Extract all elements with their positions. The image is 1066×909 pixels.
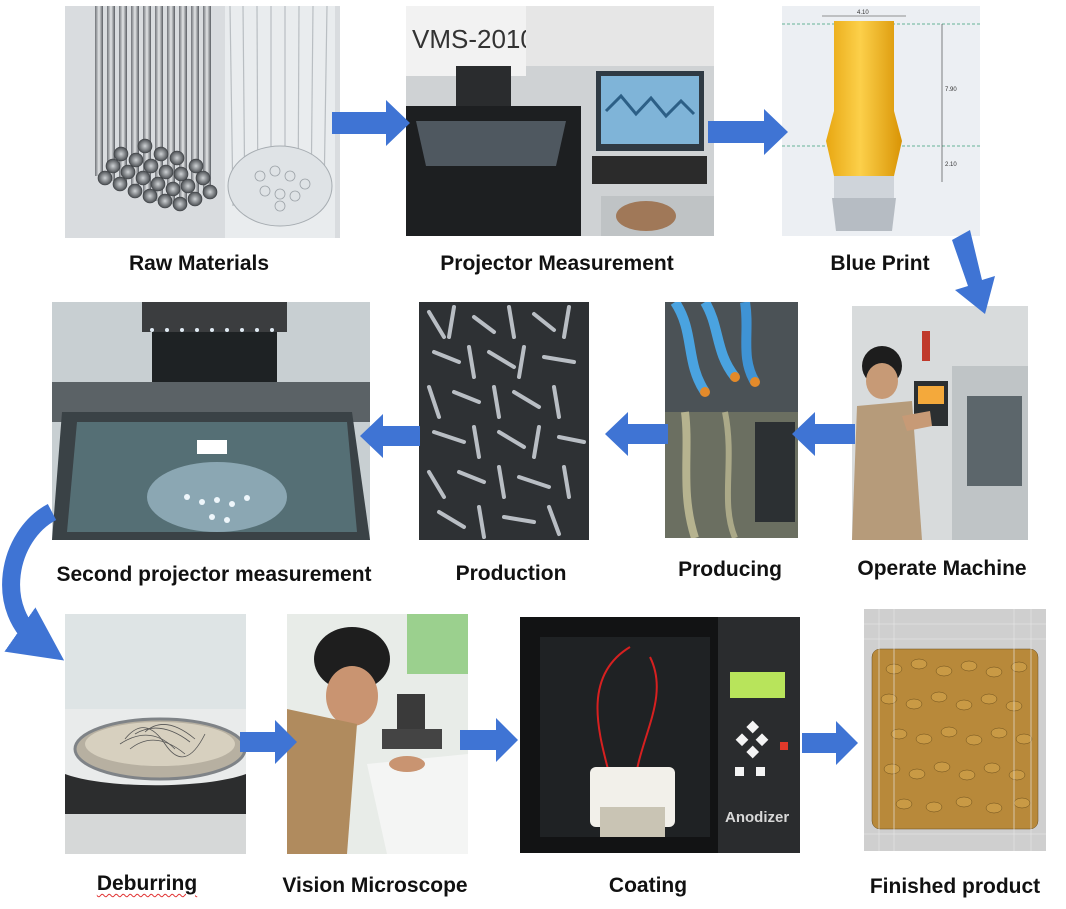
arrow-second-projector-to-deburring xyxy=(11,512,52,645)
caption-second-projector-measurement: Second projector measurement xyxy=(56,563,371,587)
producing-photo xyxy=(665,302,798,538)
production-photo xyxy=(419,302,589,540)
caption-raw-materials: Raw Materials xyxy=(129,252,269,276)
dimension-middle: 7.90 xyxy=(945,87,957,93)
projector-measurement-photo: VMS-2010 xyxy=(406,6,714,236)
deburring-photo xyxy=(65,614,246,854)
anodizer-label: Anodizer xyxy=(725,809,789,826)
caption-operate-machine: Operate Machine xyxy=(857,557,1026,581)
dimension-top: 4.10 xyxy=(857,10,869,16)
raw-materials-photo xyxy=(65,6,340,238)
arrow-coating-to-finished xyxy=(802,721,858,765)
arrow-blueprint-to-operate xyxy=(952,230,995,314)
arrow-raw-to-projector xyxy=(332,100,410,146)
coating-photo: Anodizer xyxy=(520,617,800,853)
finished-product-photo xyxy=(864,609,1046,851)
arrow-microscope-to-coating xyxy=(460,718,518,762)
caption-blue-print: Blue Print xyxy=(830,252,929,276)
vision-microscope-photo xyxy=(287,614,468,854)
caption-vision-microscope: Vision Microscope xyxy=(282,874,467,898)
caption-finished-product: Finished product xyxy=(870,875,1040,899)
caption-production: Production xyxy=(456,562,567,586)
dimension-bottom: 2.10 xyxy=(945,162,957,168)
machine-model-label: VMS-2010 xyxy=(412,24,535,54)
caption-projector-measurement: Projector Measurement xyxy=(440,252,673,276)
arrow-operate-to-producing xyxy=(792,412,855,456)
operate-machine-photo xyxy=(852,306,1028,540)
second-projector-measurement-photo xyxy=(52,302,370,540)
caption-coating: Coating xyxy=(609,874,687,898)
arrow-projector-to-blueprint xyxy=(708,109,788,155)
arrow-producing-to-production xyxy=(605,412,668,456)
blue-print-photo: 4.10 7.90 2.10 xyxy=(782,6,980,236)
caption-producing: Producing xyxy=(678,558,782,582)
caption-deburring: Deburring xyxy=(97,872,197,896)
